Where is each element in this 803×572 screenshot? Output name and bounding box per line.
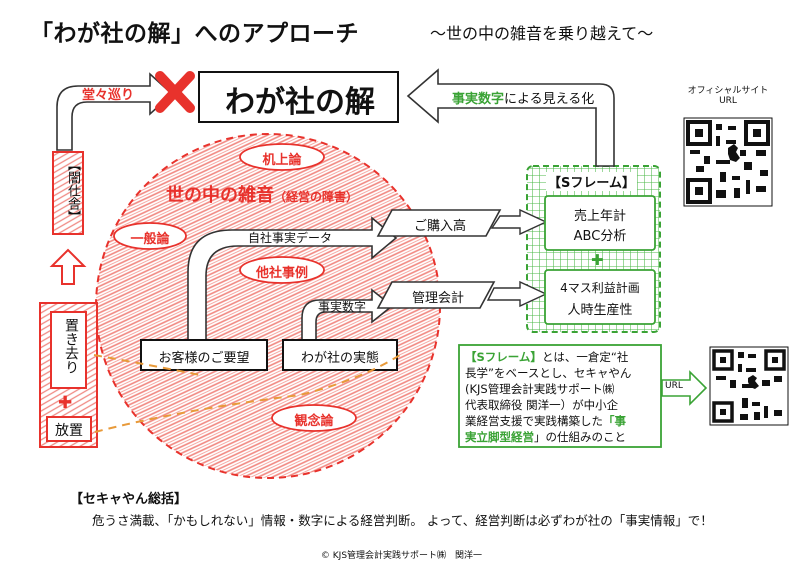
goal-box — [198, 71, 399, 123]
idea-theory-oval — [271, 404, 357, 432]
qr-code-top — [683, 117, 773, 207]
description-text: 【Sフレーム】とは、一倉定“社 長学”をベースとし、セキャやん (KJS管理会計… — [465, 349, 659, 445]
purchases-shape — [376, 209, 502, 237]
customer-needs-box — [140, 339, 268, 371]
arrow-to-sframe-1 — [490, 208, 548, 236]
s-box-1 — [544, 195, 656, 251]
purchases-label: ご購入高 — [413, 219, 466, 234]
description-line-2: 長学”をベースとし、セキャやん — [465, 366, 632, 380]
company-reality-label: わが社の実態 — [300, 351, 379, 366]
qr-code-bottom — [709, 346, 789, 426]
s-frame-title: 【Sフレーム】 — [546, 172, 637, 191]
general-theory-oval — [113, 222, 187, 250]
noise-title-note: （経営の障害） — [274, 190, 359, 204]
description-line-6: 実立脚型経営」の仕組みのこと — [465, 429, 659, 445]
description-s-frame: 【Sフレーム】 — [465, 350, 542, 364]
s-box-2 — [544, 269, 656, 325]
description-line-6-em: 実立脚型経営 — [465, 430, 534, 444]
neglect-label: 放置 — [55, 423, 83, 439]
s-box-1-line1: 売上年計 — [573, 209, 626, 224]
fact-numbers-label: 事実数字 — [318, 300, 367, 314]
customer-needs-label: お客様のご要望 — [158, 351, 250, 366]
page-title: 「わが社の解」へのアプローチ — [30, 21, 359, 47]
description-line-1-rest: とは、一倉定“社 — [541, 350, 629, 364]
company-reality-box — [282, 339, 398, 371]
leave-label: 置き去り — [63, 318, 79, 374]
description-line-3: (KJS管理会計実践サポート㈱ — [465, 382, 615, 396]
general-theory-label: 一般論 — [130, 232, 170, 247]
plus-green-icon: ✚ — [591, 251, 604, 269]
up-arrow — [49, 248, 87, 285]
desk-theory-label: 机上論 — [262, 153, 302, 168]
own-data-arrow — [187, 216, 398, 345]
closet-label: 【闇仕舎】 — [65, 158, 80, 223]
fact-arrow-rest: による見える化 — [504, 92, 595, 107]
qr-top-label-1: オフィシャルサイト — [687, 86, 769, 96]
goal-box-label: わが社の解 — [225, 85, 375, 120]
copyright: © KJS管理会計実践サポート㈱ 関洋一 — [320, 551, 483, 561]
summary-heading: 【セキャやん総括】 — [70, 492, 188, 507]
noise-title-main: 世の中の雑音 — [166, 185, 274, 206]
description-line-6-rest: 」の仕組みのこと — [534, 430, 626, 444]
description-line-5-main: 業経営支援で実践構築した — [465, 414, 603, 428]
dashed-line-neglect — [94, 354, 401, 433]
noise-title: 世の中の雑音（経営の障害） — [166, 181, 358, 207]
idea-theory-label: 観念論 — [294, 414, 334, 429]
s-box-1-line2: ABC分析 — [573, 229, 627, 244]
description-line-1: 【Sフレーム】とは、一倉定“社 — [465, 349, 659, 365]
mgmt-accounting-shape — [376, 281, 496, 309]
url-arrow-label: URL — [665, 381, 683, 391]
cross-mark — [155, 71, 195, 113]
mgmt-accounting-label: 管理会計 — [411, 291, 464, 306]
s-box-2-line1: 4マス利益計画 — [560, 281, 640, 295]
fact-numbers-arrow — [301, 288, 394, 345]
fact-arrow-emphasis: 事実数字 — [452, 92, 505, 107]
other-cases-oval — [239, 256, 325, 284]
other-cases-label: 他社事例 — [255, 266, 308, 281]
description-line-5: 業経営支援で実践構築した「事 — [465, 413, 659, 429]
fact-arrow-label: 事実数字による見える化 — [452, 88, 594, 107]
desk-theory-oval — [239, 143, 325, 171]
summary-text: 危うさ満載、「かもしれない」情報・数字による経営判断。 よって、経営判断は必ずわ… — [92, 513, 713, 528]
qr-top-label-2: URL — [719, 96, 737, 106]
closet-box — [52, 151, 84, 235]
description-box — [458, 344, 662, 448]
neglect-box — [46, 416, 92, 442]
description-line-4: 代表取締役 関洋一）が中小企 — [465, 398, 619, 412]
page-subtitle: ～世の中の雑音を乗り越えて～ — [430, 24, 654, 43]
own-data-label: 自社事実データ — [248, 231, 333, 245]
loop-label: 堂々巡り — [82, 88, 135, 103]
leave-box — [50, 311, 87, 389]
url-arrow — [661, 370, 708, 406]
plus-red-icon: ✚ — [58, 393, 73, 413]
fact-arrow — [406, 68, 615, 167]
description-line-5-em: 「事 — [603, 414, 626, 428]
arrow-to-sframe-2 — [486, 280, 548, 308]
s-box-2-line2: 人時生産性 — [567, 303, 633, 318]
